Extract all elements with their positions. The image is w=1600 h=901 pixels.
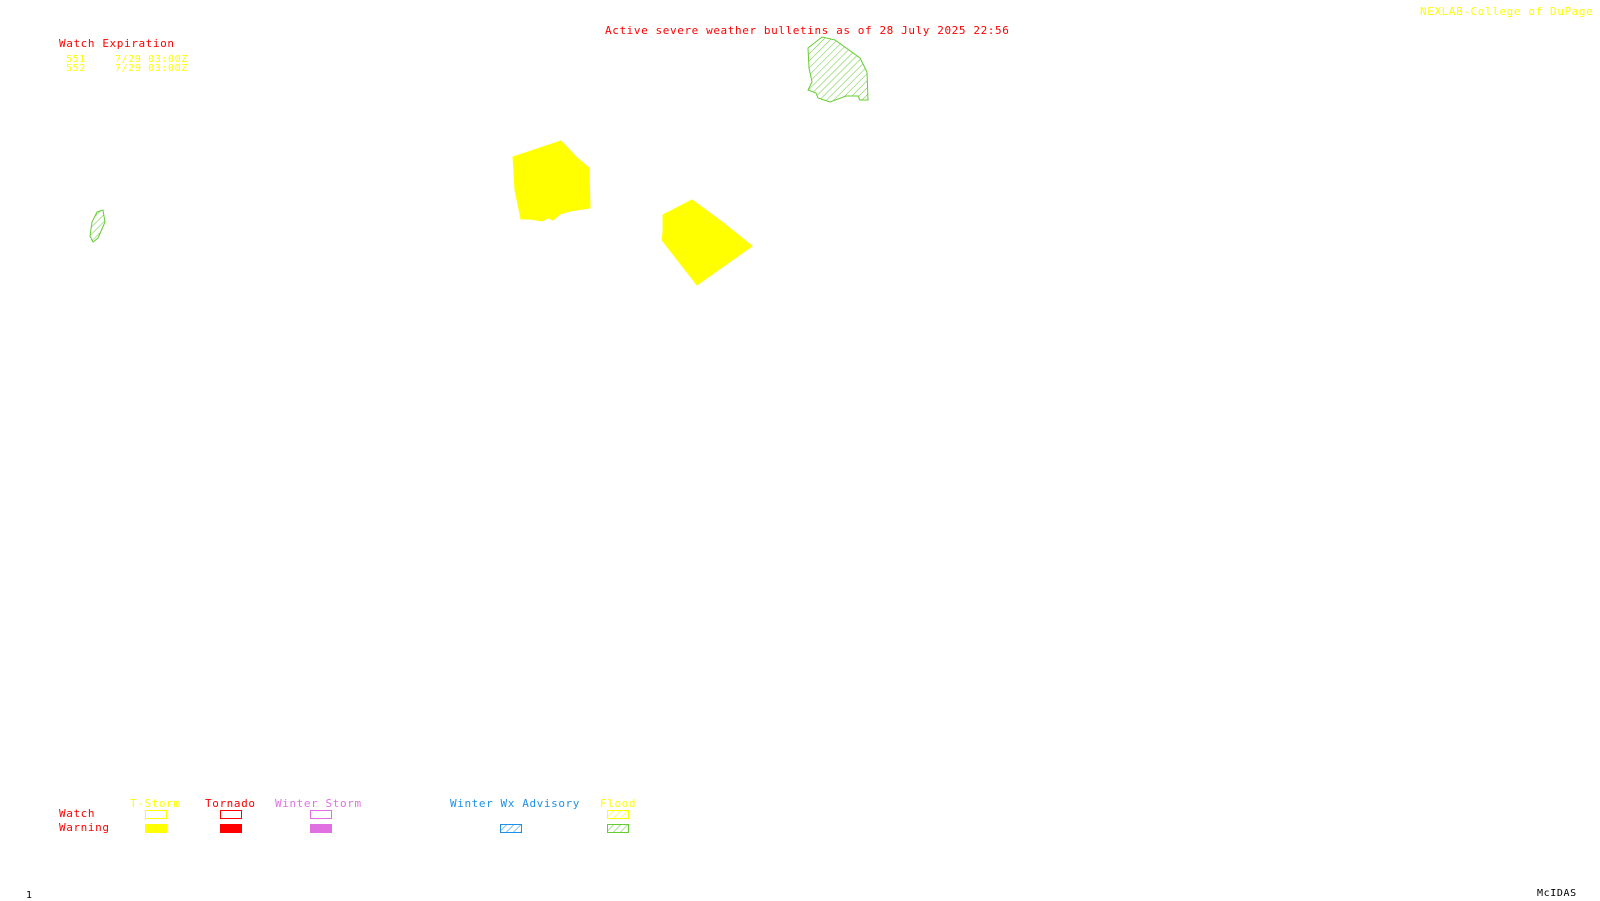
legend-row-warning: Warning: [59, 821, 110, 834]
swatch-winter-storm-warning: [310, 824, 332, 833]
tstorm-warning-north: [512, 140, 591, 222]
legend-row-watch: Watch: [59, 807, 96, 820]
swatch-tornado-warning: [220, 824, 242, 833]
watch-expires: 7/29 03:00Z: [115, 63, 188, 74]
software-label: McIDAS: [1537, 888, 1577, 899]
map-title: Active severe weather bulletins as of 28…: [605, 24, 1010, 37]
watch-id: 551: [66, 54, 86, 65]
legend-label-tstorm: T-Storm: [130, 797, 181, 810]
frame-number: 1: [26, 890, 33, 901]
credit-text: NEXLAB-College of DuPage R: [1420, 5, 1600, 18]
legend-label-winter-wx-advisory: Winter Wx Advisory: [450, 797, 581, 810]
swatch-flood-watch: [607, 810, 629, 819]
swatch-tstorm-warning: [145, 824, 167, 833]
flood-warning-west: [89, 209, 106, 243]
swatch-tornado-watch: [220, 810, 242, 819]
legend-label-winter-storm: Winter Storm: [275, 797, 362, 810]
swatch-tstorm-watch: [145, 810, 167, 819]
tstorm-warning-east: [661, 199, 753, 286]
swatch-winter-wx-advisory: [500, 824, 522, 833]
watch-expires: 7/29 03:00Z: [115, 54, 188, 65]
swatch-flood-warning: [607, 824, 629, 833]
watch-expiration-title: Watch Expiration: [59, 37, 175, 50]
flood-warning-northeast: [807, 36, 869, 103]
watch-id: 552: [66, 63, 86, 74]
swatch-winter-storm-watch: [310, 810, 332, 819]
legend-label-tornado: Tornado: [205, 797, 256, 810]
legend-label-flood: Flood: [600, 797, 637, 810]
